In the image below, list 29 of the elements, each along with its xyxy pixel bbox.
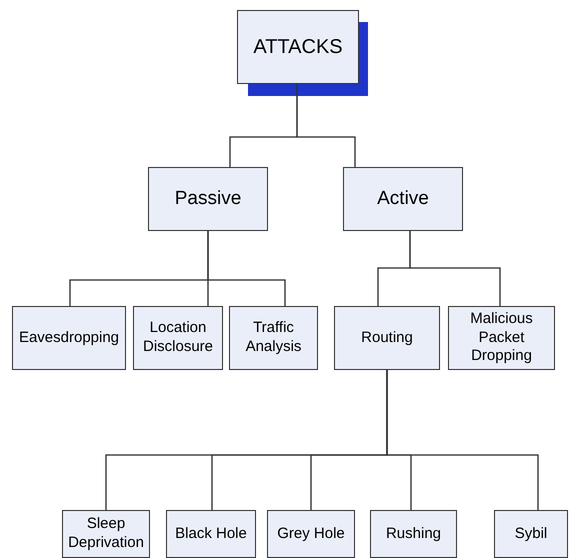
connector-line xyxy=(296,84,356,167)
category-box xyxy=(148,167,268,231)
category-box xyxy=(166,510,256,558)
category-box xyxy=(229,306,318,370)
category-box xyxy=(267,510,355,558)
box-label: Sybil xyxy=(514,524,548,544)
box-label: Grey Hole xyxy=(277,524,345,544)
category-box xyxy=(370,510,457,558)
category-box xyxy=(12,306,126,370)
connector-line xyxy=(207,231,286,306)
category-box xyxy=(448,306,555,370)
box-label: Black Hole xyxy=(175,524,247,544)
category-box xyxy=(343,167,463,231)
connector-line xyxy=(386,370,539,510)
box-label: Eavesdropping xyxy=(18,328,120,348)
category-box xyxy=(494,510,568,558)
box-label: Location Disclosure xyxy=(142,319,214,357)
box-label: Sleep Deprivation xyxy=(67,515,145,553)
box-label: Rushing xyxy=(386,524,442,544)
connector-line xyxy=(409,231,501,306)
box-label: Active xyxy=(377,187,429,211)
box-label: Routing xyxy=(361,328,413,348)
category-box xyxy=(133,306,223,370)
box-label: Traffic Analysis xyxy=(244,319,302,357)
box-label: ATTACKS xyxy=(253,34,343,60)
box-label: Passive xyxy=(174,187,242,211)
box-label: Malicious Packet Dropping xyxy=(469,310,534,366)
category-box xyxy=(237,10,359,84)
category-box xyxy=(334,306,440,370)
